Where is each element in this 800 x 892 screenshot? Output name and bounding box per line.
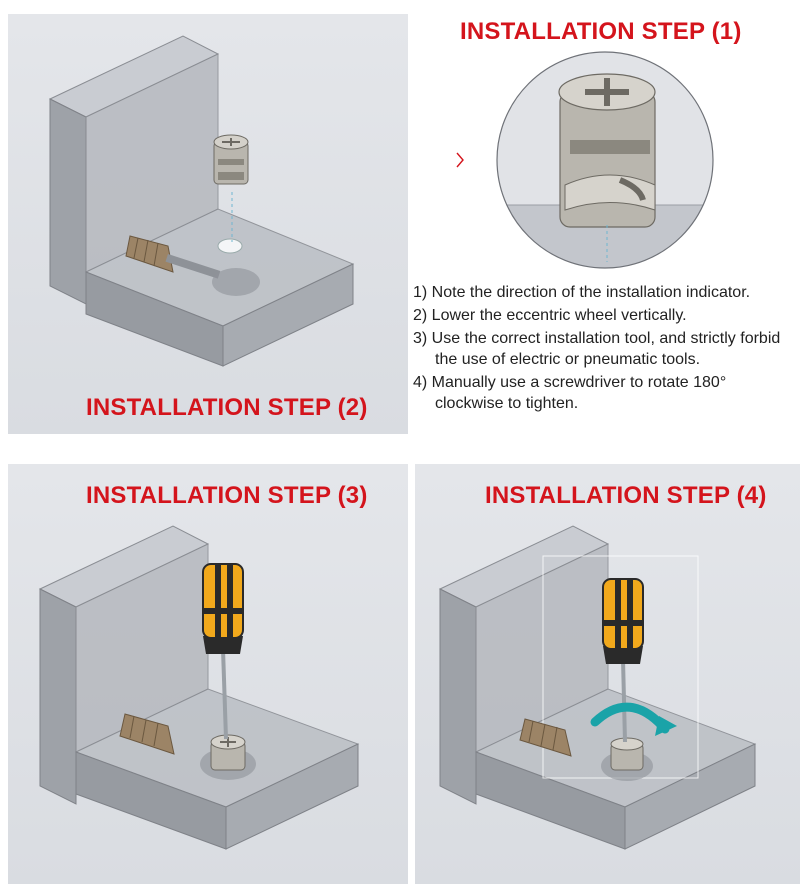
step4-panel: INSTALLATION STEP (4) [415,464,800,884]
screwdriver-icon [602,578,644,743]
instruction-step1: 1) Note the direction of the installatio… [413,284,751,301]
step3-illustration [38,525,360,850]
cam-lock-closeup [558,73,656,228]
step4-illustration [438,525,757,850]
step1-panel: INSTALLATION STEP (1) [415,0,800,460]
step1-title: INSTALLATION STEP (1) [460,18,742,45]
instruction-list: 1) Note the direction of the installatio… [413,282,793,416]
dowel-icon [125,235,221,279]
cam-lock-icon [213,134,249,185]
step2-panel: INSTALLATION STEP (2) [8,14,408,434]
instruction-step3: 3) Use the correct installation tool, an… [413,330,781,368]
chevron-right-icon [456,152,464,168]
step2-illustration [48,35,355,367]
step2-title: INSTALLATION STEP (2) [86,394,368,421]
step1-illustration [456,51,714,269]
instruction-step4: 4) Manually use a screwdriver to rotate … [413,374,727,412]
instruction-step2: 2) Lower the eccentric wheel vertically. [413,307,687,324]
step3-panel: INSTALLATION STEP (3) [8,464,408,884]
step3-title: INSTALLATION STEP (3) [86,482,368,509]
step4-title: INSTALLATION STEP (4) [485,482,767,509]
screwdriver-icon [202,563,244,740]
clockwise-arrow-icon [590,702,677,736]
